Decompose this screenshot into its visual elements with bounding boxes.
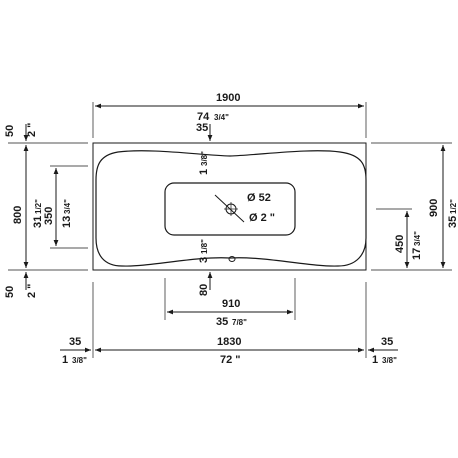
drain-diameter-mm: Ø 52 xyxy=(247,192,271,204)
drain-icon xyxy=(214,194,245,223)
bottom-rim-in-frac: 1/8" xyxy=(200,239,209,254)
inner-length-mm: 1830 xyxy=(217,336,241,348)
tub-rim xyxy=(92,142,367,271)
total-depth-mm: 900 xyxy=(428,199,440,217)
right-end-margin-in-frac: 3/8" xyxy=(382,356,397,365)
bathtub-outline xyxy=(92,142,367,271)
total-length-in-whole: 74 xyxy=(197,111,210,123)
top-rim-in-frac: 3/8" xyxy=(200,151,209,166)
bottom-side-margin-mm: 50 xyxy=(4,286,16,298)
overflow-icon xyxy=(228,256,236,262)
right-end-margin-mm: 35 xyxy=(381,336,393,348)
drain-offset-in-frac: 3/4" xyxy=(413,231,422,246)
top-side-margin-in: 2 " xyxy=(26,123,38,137)
inner-length-in: 72 " xyxy=(220,354,241,366)
left-end-margin-in-whole: 1 xyxy=(62,354,68,366)
top-rim-in-whole: 1 xyxy=(198,169,210,175)
left-end-margin-in-frac: 3/8" xyxy=(72,356,87,365)
basin-width-in-whole: 13 xyxy=(61,216,73,228)
inner-depth-in-frac: 1/2" xyxy=(34,199,43,214)
basin-width-mm: 350 xyxy=(43,207,55,225)
total-depth-in-frac: 1/2" xyxy=(449,199,458,214)
top-side-margin-mm: 50 xyxy=(4,125,16,137)
basin-length-mm: 910 xyxy=(222,298,240,310)
left-end-margin-mm: 35 xyxy=(69,336,81,348)
bottom-side-margin-in: 2 " xyxy=(26,284,38,298)
inner-depth-in-whole: 31 xyxy=(32,216,44,228)
bottom-rim-in-whole: 3 xyxy=(198,257,210,263)
bottom-rim-mm: 80 xyxy=(198,284,210,296)
tub-inner-basin xyxy=(95,150,367,267)
basin-length-in-frac: 7/8" xyxy=(232,318,247,327)
basin-length-in-whole: 35 xyxy=(216,316,228,328)
drain-offset-mm: 450 xyxy=(394,235,406,253)
drain-offset-in-whole: 17 xyxy=(411,248,423,260)
inner-depth-mm: 800 xyxy=(12,206,24,224)
total-length-in-frac: 3/4" xyxy=(214,113,229,122)
right-end-margin-in-whole: 1 xyxy=(372,354,378,366)
top-rim-mm: 35 xyxy=(196,122,208,134)
basin-width-in-frac: 3/4" xyxy=(63,199,72,214)
tub-floor-area xyxy=(164,182,296,236)
total-length-mm: 1900 xyxy=(216,92,240,104)
total-depth-in-whole: 35 xyxy=(447,216,458,228)
drain-diameter-in: Ø 2 " xyxy=(249,212,275,224)
